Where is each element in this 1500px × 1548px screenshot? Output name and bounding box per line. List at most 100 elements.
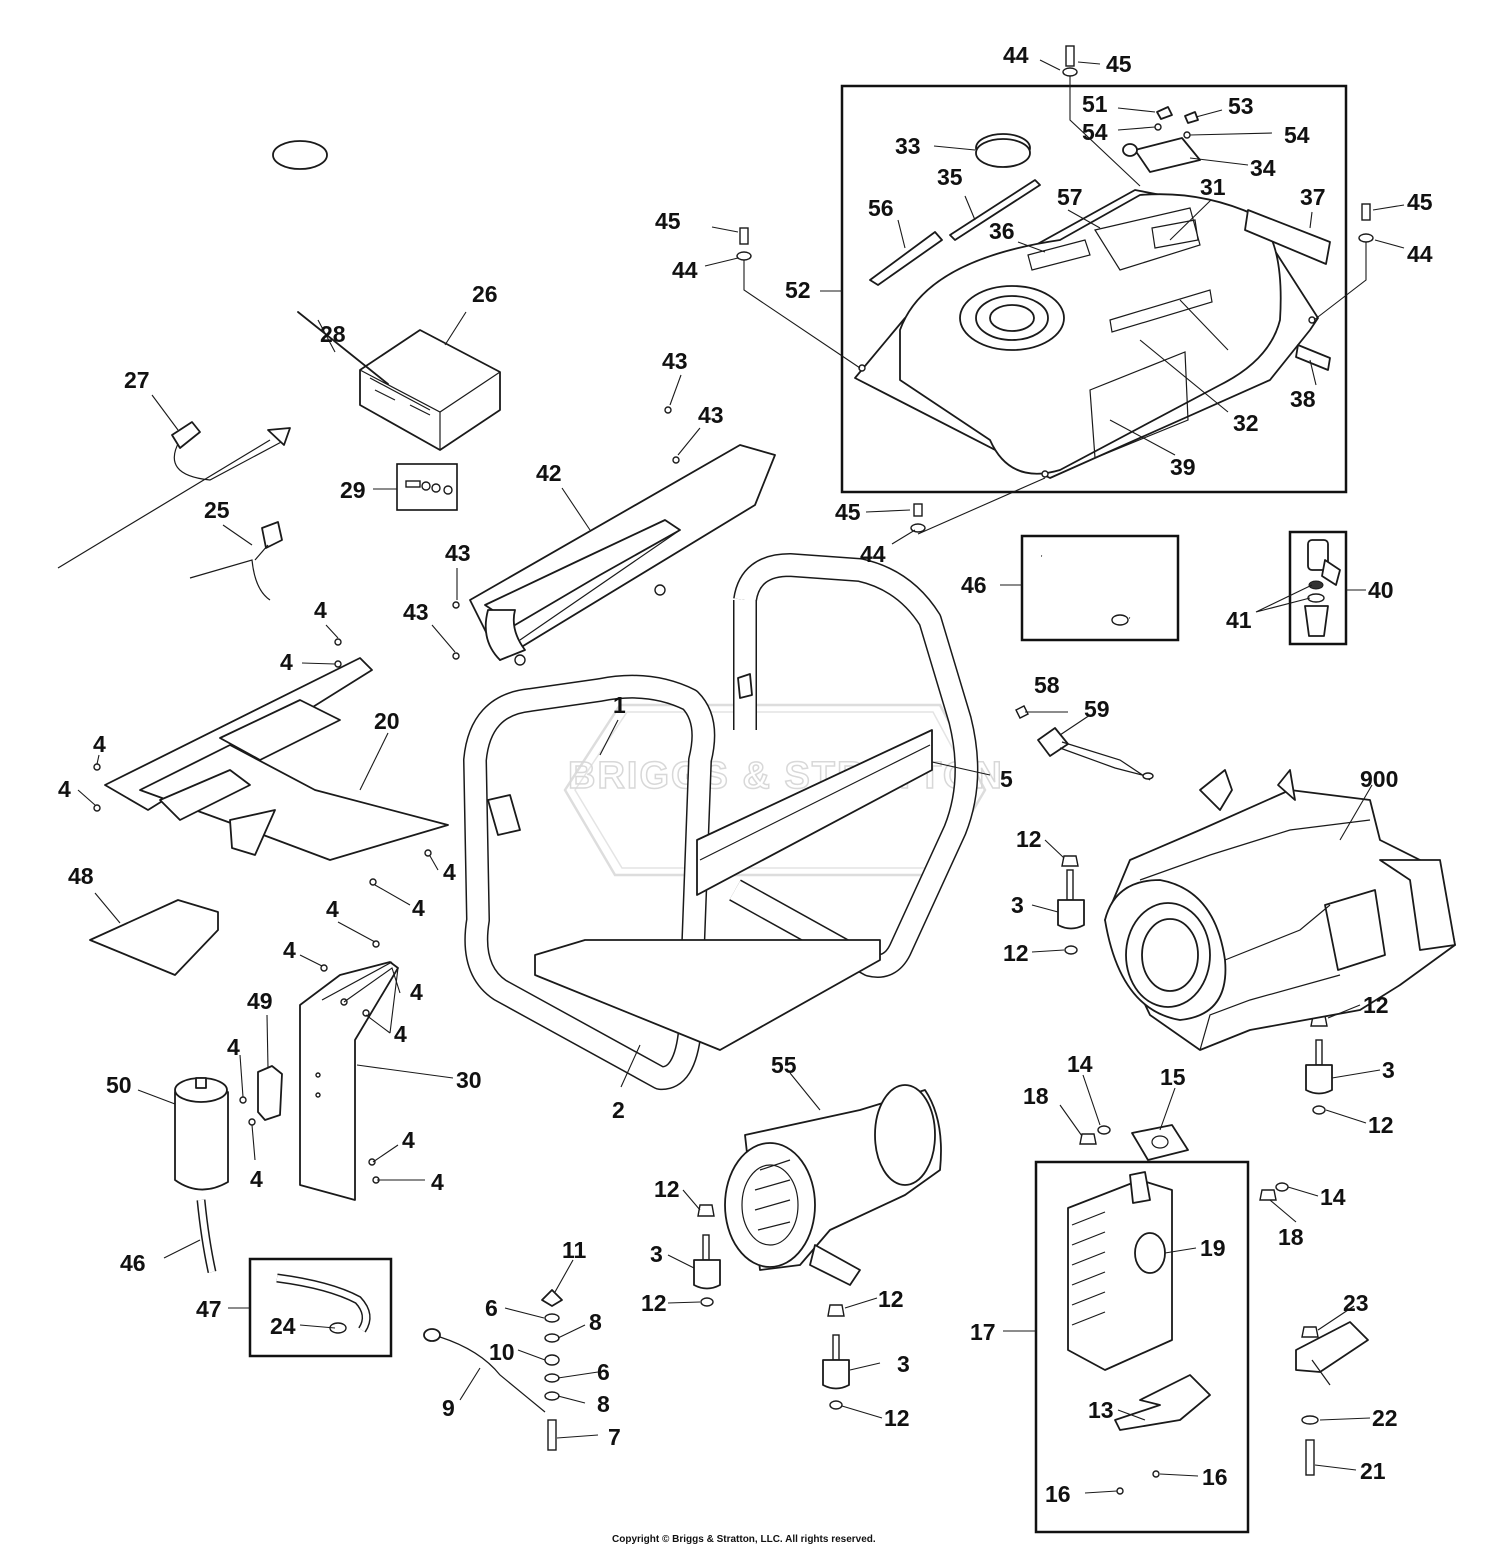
label-9: 9 [442,1395,455,1421]
label-44: 44 [1407,241,1433,267]
label-36: 36 [989,218,1015,244]
label-40: 40 [1368,577,1394,603]
fuel-tank [854,189,1319,479]
leader-lines [77,59,1405,1494]
hardware-kit [405,480,453,495]
part-labels: 44 45 51 53 54 54 33 34 35 31 57 56 36 3… [58,42,1433,1507]
label-7: 7 [608,1424,621,1450]
label-11: 11 [562,1237,587,1263]
fuel-gauge [1122,137,1201,173]
label-3: 3 [1382,1057,1395,1083]
label-43: 43 [403,599,429,625]
watermark-text: BRIGGS & STRATTON [568,755,1004,797]
label-29: 29 [340,477,366,503]
label-8: 8 [589,1309,602,1335]
label-4: 4 [443,859,456,885]
muffler-box [1034,1160,1250,1534]
label-1: 1 [613,692,626,718]
label-28: 28 [320,321,346,347]
label-18: 18 [1278,1224,1304,1250]
screw-54b [1183,131,1191,139]
decal-35 [949,179,1041,241]
label-6: 6 [597,1359,610,1385]
label-4: 4 [58,776,71,802]
label-45: 45 [655,208,681,234]
isolator-mount-b [1305,1015,1333,1115]
label-54: 54 [1082,119,1108,145]
label-30: 30 [456,1067,482,1093]
label-19: 19 [1200,1235,1226,1261]
label-54: 54 [1284,122,1310,148]
battery-cable-negative [189,521,283,601]
label-37: 37 [1300,184,1326,210]
vent-hose-box [248,1257,393,1358]
label-21: 21 [1360,1458,1386,1484]
screw-54a [1154,123,1162,131]
label-6: 6 [485,1295,498,1321]
engine [1104,769,1456,1051]
wire-harness [1037,727,1154,781]
label-14: 14 [1320,1184,1346,1210]
label-12: 12 [654,1176,680,1202]
label-12: 12 [1368,1112,1394,1138]
label-8: 8 [597,1391,610,1417]
heat-shield [469,444,776,666]
label-4: 4 [326,896,339,922]
label-52: 52 [785,277,811,303]
label-42: 42 [536,460,562,486]
label-22: 22 [1372,1405,1398,1431]
label-45: 45 [835,499,861,525]
isolator-mount-a [1057,855,1085,955]
decal-38 [1295,344,1331,371]
heat-shield-screws [452,406,680,660]
label-12: 12 [641,1290,667,1316]
decal-37 [1244,209,1331,265]
label-46: 46 [961,572,987,598]
label-47: 47 [196,1296,222,1322]
label-56: 56 [868,195,894,221]
label-4: 4 [410,979,423,1005]
label-18: 18 [1023,1083,1049,1109]
label-4: 4 [412,895,425,921]
decal-51 [1156,106,1173,120]
label-51: 51 [1082,91,1108,117]
label-17: 17 [970,1319,996,1345]
fuel-cap-33 [975,133,1031,168]
label-45: 45 [1106,51,1132,77]
label-16: 16 [1045,1481,1071,1507]
label-4: 4 [314,597,327,623]
label-12: 12 [1003,940,1029,966]
fuel-valve-box [1288,530,1348,646]
label-4: 4 [394,1021,407,1047]
label-53: 53 [1228,93,1254,119]
label-39: 39 [1170,454,1196,480]
label-5: 5 [1000,766,1013,792]
label-15: 15 [1160,1064,1186,1090]
label-34: 34 [1250,155,1276,181]
label-4: 4 [280,649,293,675]
ground-wire [423,1328,546,1413]
tank-bolts [736,45,1374,533]
label-16: 16 [1202,1464,1228,1490]
cover-plate [89,899,219,976]
muffler-bracket [1114,1374,1211,1431]
canister-bracket [257,1065,283,1121]
decal-53 [1184,111,1199,124]
label-13: 13 [1088,1397,1114,1423]
label-26: 26 [472,281,498,307]
label-44: 44 [672,257,698,283]
side-panel [299,961,399,1201]
label-4: 4 [402,1127,415,1153]
muffler [1067,1171,1173,1371]
label-4: 4 [93,731,106,757]
hardware-kit-box [396,463,458,511]
label-2: 2 [612,1097,625,1123]
label-41: 41 [1226,607,1252,633]
label-4: 4 [431,1169,444,1195]
label-3: 3 [897,1351,910,1377]
label-12: 12 [884,1405,910,1431]
label-25: 25 [204,497,230,523]
frame [463,553,979,1090]
decal-56 [869,231,943,286]
label-23: 23 [1343,1290,1369,1316]
